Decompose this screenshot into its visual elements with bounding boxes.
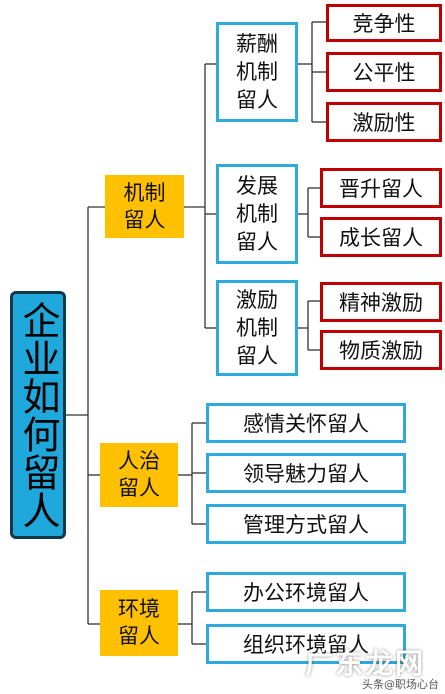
branch-environment-label: 环境留人: [118, 597, 160, 648]
item-competitiveness-label: 竞争性: [352, 12, 416, 36]
item-motivation-label: 激励性: [352, 111, 416, 135]
item-fairness: 公平性: [326, 52, 442, 92]
item-spiritual-incentive: 精神激励: [320, 282, 442, 322]
branch-mechanism-label: 机制留人: [123, 180, 166, 232]
root-label: 企业如何留人: [16, 301, 60, 529]
item-leadership-charisma: 领导魅力留人: [206, 453, 406, 493]
watermark-logo-text: 广东龙网: [304, 647, 425, 680]
item-motivation: 激励性: [326, 102, 442, 142]
item-organization-environment: 组织环境留人: [206, 624, 406, 664]
item-spiritual-incentive-label: 精神激励: [339, 291, 423, 315]
item-growth-label: 成长留人: [339, 226, 423, 250]
branch-environment: 环境留人: [100, 590, 178, 656]
subgroup-incentive: 激励机制留人: [216, 280, 298, 376]
item-material-incentive: 物质激励: [320, 330, 442, 370]
item-emotional-care-label: 感情关怀留人: [243, 412, 369, 436]
branch-mechanism: 机制留人: [105, 175, 184, 238]
subgroup-incentive-label: 激励机制留人: [236, 288, 278, 368]
item-office-environment: 办公环境留人: [206, 572, 406, 612]
item-promotion: 晋升留人: [320, 168, 442, 208]
item-promotion-label: 晋升留人: [339, 177, 423, 201]
subgroup-development: 发展机制留人: [216, 164, 298, 264]
item-management-style-label: 管理方式留人: [243, 513, 369, 537]
item-emotional-care: 感情关怀留人: [206, 403, 406, 443]
item-management-style: 管理方式留人: [206, 504, 406, 544]
item-office-environment-label: 办公环境留人: [243, 581, 369, 605]
watermark-source: 头条@职场心台: [362, 678, 439, 691]
item-organization-environment-label: 组织环境留人: [243, 633, 369, 657]
subgroup-salary-label: 薪酬机制留人: [236, 32, 278, 112]
item-growth: 成长留人: [320, 217, 442, 257]
branch-people-label: 人治留人: [118, 449, 160, 500]
subgroup-salary: 薪酬机制留人: [216, 22, 298, 122]
branch-people: 人治留人: [100, 443, 178, 507]
root-node: 企业如何留人: [10, 291, 66, 539]
item-material-incentive-label: 物质激励: [339, 339, 423, 363]
item-leadership-charisma-label: 领导魅力留人: [243, 462, 369, 486]
subgroup-development-label: 发展机制留人: [236, 174, 278, 254]
item-fairness-label: 公平性: [352, 61, 416, 85]
item-competitiveness: 竞争性: [326, 4, 442, 42]
